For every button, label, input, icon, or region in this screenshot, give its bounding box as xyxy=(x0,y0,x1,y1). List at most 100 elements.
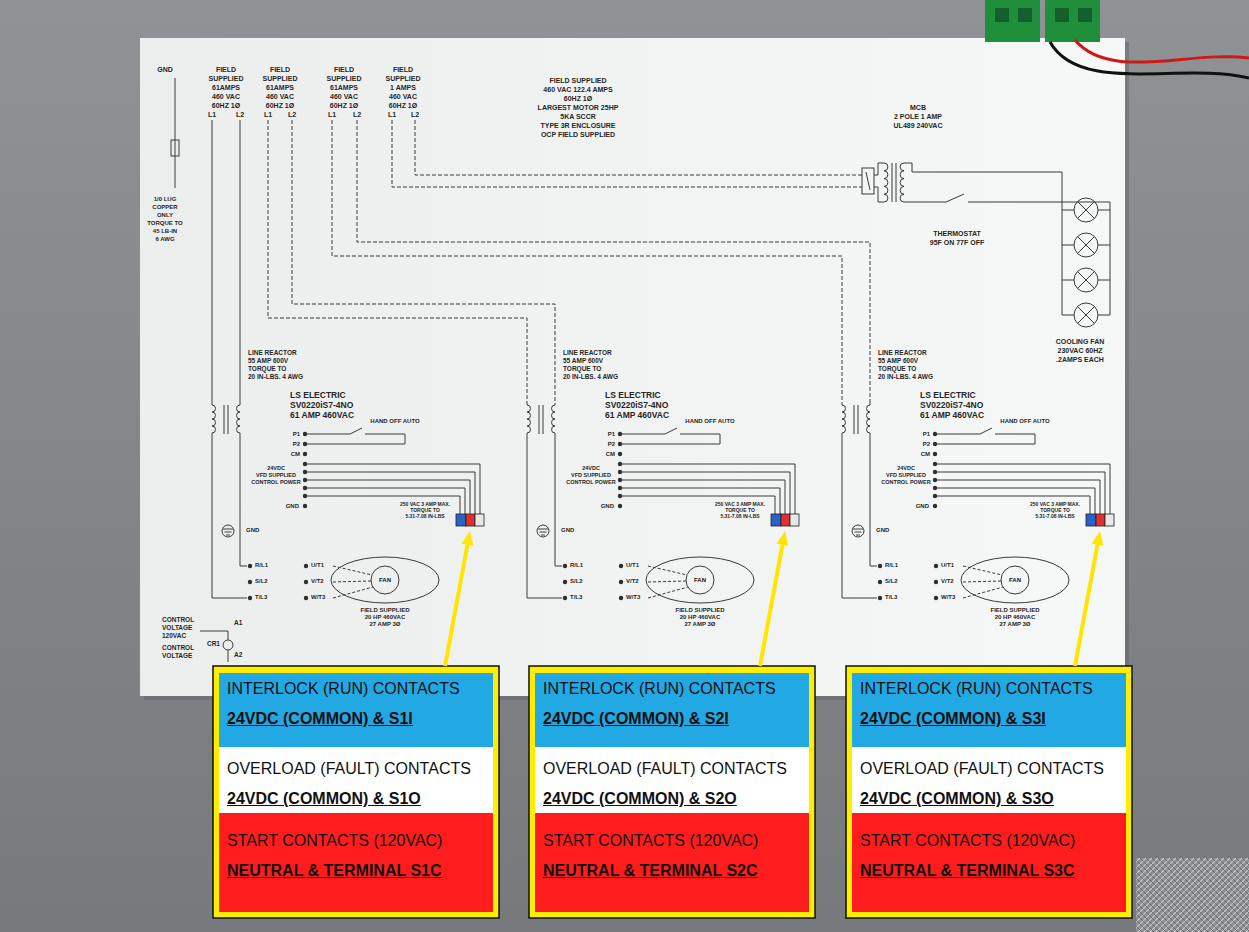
schematic-label: CM xyxy=(606,451,615,457)
schematic-label: 250 VAC 3 AMP MAX. xyxy=(715,502,765,507)
callout-frame xyxy=(529,666,815,918)
schematic-wiring xyxy=(332,120,870,403)
schematic-label: V/T2 xyxy=(941,578,954,584)
terminal-block xyxy=(995,8,1009,22)
schematic-label: 120VAC xyxy=(162,633,186,640)
schematic-label: 24VDC xyxy=(582,466,600,472)
callout-terminals: 24VDC (COMMON) & S3I xyxy=(860,709,1046,728)
callout-frame xyxy=(846,666,1132,918)
schematic-label: L2 xyxy=(236,111,244,118)
schematic-label: 60HZ 1Ø xyxy=(212,102,240,109)
label-holder: SUPPLIED xyxy=(208,75,243,82)
callout-band: START CONTACTS (120VAC)NEUTRAL & TERMINA… xyxy=(535,813,809,912)
label-holder: 55 AMP 600V xyxy=(563,358,603,365)
schematic-wiring xyxy=(904,194,1110,315)
label-holder: L1 xyxy=(388,111,396,118)
label-holder: LARGEST MOTOR 25HP xyxy=(538,104,619,111)
terminal-block xyxy=(985,0,1249,78)
label-holder: OCP FIELD SUPPLIED xyxy=(541,131,615,138)
terminal-block xyxy=(1018,8,1032,22)
label-holder: VFD SUPPLIED xyxy=(571,473,611,479)
enclosure-photo xyxy=(842,403,1114,600)
callout-band: OVERLOAD (FAULT) CONTACTS 24VDC (COMMON) … xyxy=(535,747,809,813)
enclosure-photo xyxy=(760,531,788,666)
schematic-label: HAND OFF AUTO xyxy=(370,418,419,424)
schematic-label: R/L1 xyxy=(255,562,268,568)
schematic-label: SUPPLIED xyxy=(385,75,420,82)
label-holder: VOLTAGE xyxy=(162,625,192,632)
label-holder: P2 xyxy=(923,441,930,447)
label-holder: 120VAC xyxy=(162,633,186,640)
schematic-label: L2 xyxy=(288,111,296,118)
label-holder: 61 AMP 460VAC xyxy=(605,411,669,420)
callout-heading: OVERLOAD (FAULT) CONTACTS xyxy=(543,759,787,778)
label-holder: V/T2 xyxy=(941,578,954,584)
label-holder: LS ELECTRIC xyxy=(605,391,661,400)
schematic-label: 5.31-7.08 IN-LBS xyxy=(405,514,444,519)
motor-circle xyxy=(371,566,399,594)
label-holder: 24VDC xyxy=(582,466,600,472)
label-holder: TYPE 3R ENCLOSURE xyxy=(540,122,615,129)
schematic-label: V/T2 xyxy=(626,578,639,584)
schematic-wiring xyxy=(866,172,870,190)
label-holder: FIELD SUPPLIED xyxy=(990,607,1039,613)
label-holder: 20 HP 460VAC xyxy=(995,614,1035,620)
label-holder: TORQUE TO xyxy=(725,508,755,513)
label-holder: T/L3 xyxy=(570,594,582,600)
label-holder: TORQUE TO xyxy=(248,366,286,373)
label-holder: FIELD xyxy=(270,66,290,73)
schematic-label: 1/0 LUG xyxy=(154,196,177,202)
callout-band: INTERLOCK (RUN) CONTACTS24VDC (COMMON) &… xyxy=(535,673,809,747)
terminal-block xyxy=(1050,42,1249,78)
label-holder: 460 VAC 122.4 AMPS xyxy=(543,86,612,93)
label-holder: 230VAC 60HZ xyxy=(1057,347,1102,354)
label-holder: 55 AMP 600V xyxy=(878,358,918,365)
schematic-label: GND xyxy=(286,503,299,509)
schematic-sheet xyxy=(140,38,1125,696)
schematic-label: S/L2 xyxy=(570,578,583,584)
schematic-wiring xyxy=(1078,237,1095,254)
label-holder: L2 xyxy=(288,111,296,118)
label-holder: CR1 xyxy=(207,641,220,648)
motor-label: FAN xyxy=(1009,577,1021,583)
label-holder: 20 IN-LBS. 4 AWG xyxy=(248,374,303,381)
schematic-label: 61 AMP 460VAC xyxy=(920,411,984,420)
label-holder: GND xyxy=(916,503,929,509)
schematic-label: CONTROL POWER xyxy=(566,480,615,486)
schematic-label: CONTROL POWER xyxy=(251,480,300,486)
schematic-label: 460 VAC xyxy=(389,93,417,100)
enclosure-photo xyxy=(1075,531,1103,666)
callout-heading: START CONTACTS (120VAC) xyxy=(860,831,1075,850)
label-holder: VFD SUPPLIED xyxy=(886,473,926,479)
label-holder: W/T3 xyxy=(626,594,640,600)
schematic-label: 61AMPS xyxy=(212,84,240,91)
schematic-label: ONLY xyxy=(157,212,173,218)
label-holder: COPPER xyxy=(152,204,177,210)
label-holder: U/T1 xyxy=(626,562,639,568)
callout-terminals: NEUTRAL & TERMINAL S3C xyxy=(860,861,1075,880)
schematic-sheet xyxy=(140,38,1129,700)
schematic-label: L2 xyxy=(411,111,419,118)
callout-frame xyxy=(213,666,499,918)
label-holder: TORQUE TO xyxy=(878,366,916,373)
schematic-label: 45 LB-IN xyxy=(153,228,177,234)
label-holder: A1 xyxy=(234,620,242,627)
schematic-label: SUPPLIED xyxy=(208,75,243,82)
motor-outline xyxy=(646,557,754,603)
schematic-wiring xyxy=(862,168,874,194)
label-holder: GND xyxy=(246,527,259,533)
motor-symbol: FAN xyxy=(960,556,1070,604)
schematic-label: UL489 240VAC xyxy=(894,122,943,129)
callout-frame xyxy=(213,666,1132,918)
schematic-label: 20 IN-LBS. 4 AWG xyxy=(563,374,618,381)
schematic-label: 61AMPS xyxy=(330,84,358,91)
label-holder: SV0220iS7-4NO xyxy=(920,401,983,410)
label-holder: FIELD xyxy=(216,66,236,73)
label-holder: TORQUE TO xyxy=(563,366,601,373)
callout-terminals: 24VDC (COMMON) & S2O xyxy=(543,789,737,808)
label-holder: L1 xyxy=(328,111,336,118)
label-holder: 27 AMP 3Ø xyxy=(999,621,1030,627)
schematic-label: TORQUE TO xyxy=(563,366,601,373)
schematic-wiring xyxy=(171,78,1110,662)
